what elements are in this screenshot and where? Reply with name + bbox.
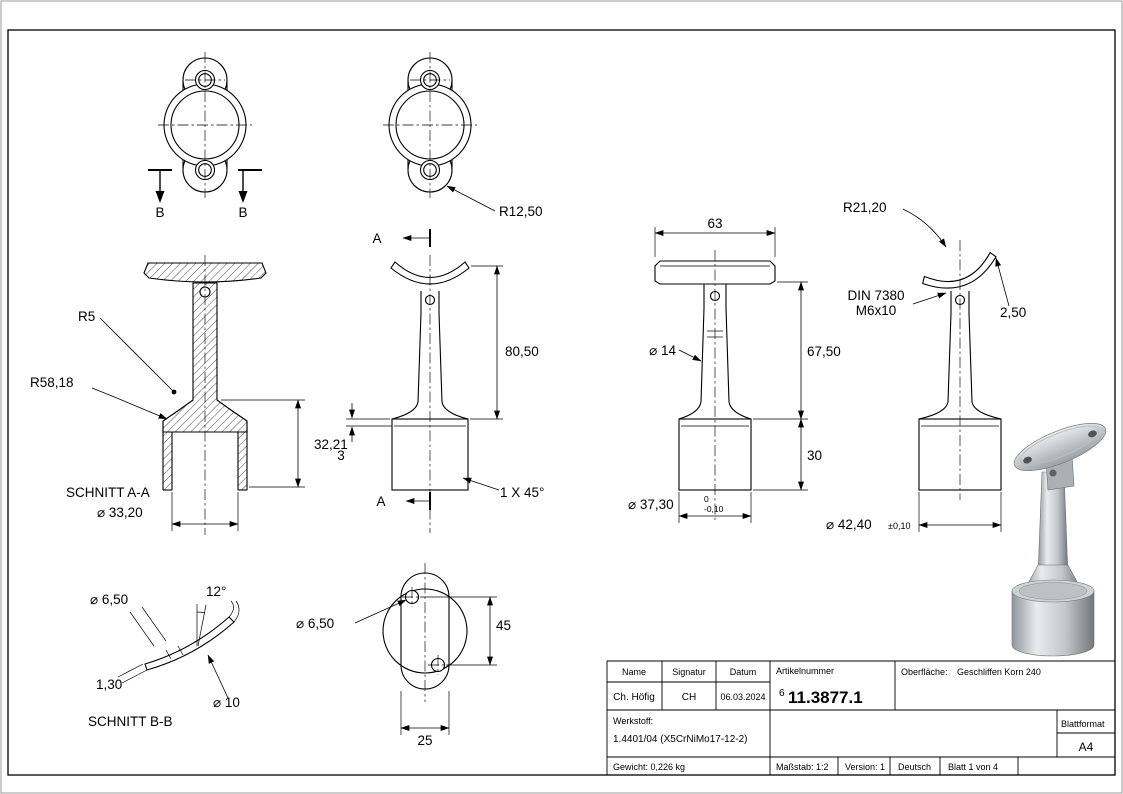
tb-artikelnummer-header: Artikelnummer: [776, 666, 834, 676]
tb-signatur-header: Signatur: [672, 667, 706, 677]
dim-r12-50: R12,50: [499, 204, 543, 219]
section-b-arrow-right: [238, 191, 248, 203]
dim-dia-6-50-detail: ⌀ 6,50: [90, 592, 128, 607]
tb-blattformat-value: A4: [1079, 740, 1094, 754]
dim-dia-6-50: ⌀ 6,50: [296, 616, 334, 631]
tol-37-upper: 0: [704, 494, 709, 504]
tb-sprache: Deutsch: [898, 762, 931, 772]
note-din-7380: DIN 7380: [847, 288, 904, 303]
tb-artikelnummer-value: 11.3877.1: [788, 688, 863, 707]
tb-artikelnummer-sup: 6: [779, 688, 785, 699]
section-b-label-right: B: [238, 205, 247, 220]
hole-pattern-view: ⌀ 6,50 45 25: [296, 563, 511, 748]
dim-63: 63: [707, 216, 722, 231]
tb-werkstoff-value: 1.4401/04 (X5CrNiMo17-12-2): [613, 734, 748, 745]
render-pivot-screw: [1049, 469, 1057, 477]
note-m6x10: M6x10: [856, 303, 897, 318]
tb-werkstoff-label: Werkstoff:: [613, 716, 653, 726]
tb-signatur-value: CH: [682, 692, 696, 703]
dim-30: 30: [807, 448, 822, 463]
dim-2-50: 2,50: [1000, 305, 1026, 320]
dim-45: 45: [496, 618, 511, 633]
tol-37-lower: -0,10: [704, 504, 724, 514]
dim-dia-10: ⌀ 10: [213, 695, 240, 710]
section-a-a-view: R5 R58,18 32,21 SCHNITT A-A ⌀ 33,20: [30, 255, 348, 535]
tb-name-value: Ch. Höfig: [613, 692, 655, 703]
dim-25: 25: [417, 733, 432, 748]
dim-80-50: 80,50: [505, 344, 539, 359]
dim-dia-37-30: ⌀ 37,30: [628, 497, 674, 512]
section-b-label-left: B: [155, 205, 164, 220]
side-view: 63 ⌀ 14 67,50 30 ⌀ 37,30 0 -0,10: [628, 216, 841, 523]
tb-gewicht: Gewicht: 0,226 kg: [613, 762, 685, 772]
tb-version: Version: 1: [845, 762, 885, 772]
dim-67-50: 67,50: [807, 344, 841, 359]
tb-oberflaeche-label: Oberfläche:: [901, 667, 948, 677]
section-b-b-title: SCHNITT B-B: [88, 714, 173, 729]
tb-massstab: Maßstab: 1:2: [776, 762, 829, 772]
dim-dia-42-40: ⌀ 42,40: [826, 517, 872, 532]
chamfer-note: 1 X 45°: [500, 485, 544, 500]
top-view-b: B B: [148, 51, 262, 220]
dim-1-30: 1,30: [96, 677, 122, 692]
section-a-label-bottom: A: [376, 494, 385, 509]
tb-blatt: Blatt 1 von 4: [948, 762, 998, 772]
tb-datum-value: 06.03.2024: [720, 692, 765, 702]
dim-3: 3: [337, 448, 345, 463]
tb-name-header: Name: [622, 667, 646, 677]
dim-12-deg: 12°: [206, 584, 226, 599]
dim-r58-18: R58,18: [30, 375, 74, 390]
section-a-label-top: A: [372, 231, 381, 246]
dim-32-21: 32,21: [314, 437, 348, 452]
section-a-a-title: SCHNITT A-A: [66, 485, 150, 500]
tb-oberflaeche-value: Geschliffen Korn 240: [957, 667, 1041, 677]
tb-datum-header: Datum: [730, 667, 757, 677]
render-saddle-plate: [1013, 423, 1107, 471]
dim-dia-14: ⌀ 14: [649, 343, 676, 358]
dim-r5: R5: [78, 309, 95, 324]
tilted-view: R21,20 DIN 7380 M6x10 2,50 ⌀ 42,40 ±0,10: [826, 200, 1026, 532]
dim-dia-33-20: ⌀ 33,20: [97, 505, 143, 520]
render-3d: [1011, 423, 1107, 657]
tb-blattformat-label: Blattformat: [1061, 719, 1105, 729]
detail-b-b-view: ⌀ 6,50 12° 1,30 ⌀ 10 SCHNITT B-B: [88, 584, 240, 729]
front-view: A A 80,50 3 1 X 45°: [337, 229, 544, 533]
title-block: Name Signatur Datum Artikelnummer Oberfl…: [606, 660, 1115, 775]
dim-r21-20: R21,20: [843, 200, 887, 215]
top-view-a: R12,50: [382, 51, 543, 219]
tol-42: ±0,10: [888, 521, 910, 531]
section-b-arrow-left: [155, 191, 165, 203]
